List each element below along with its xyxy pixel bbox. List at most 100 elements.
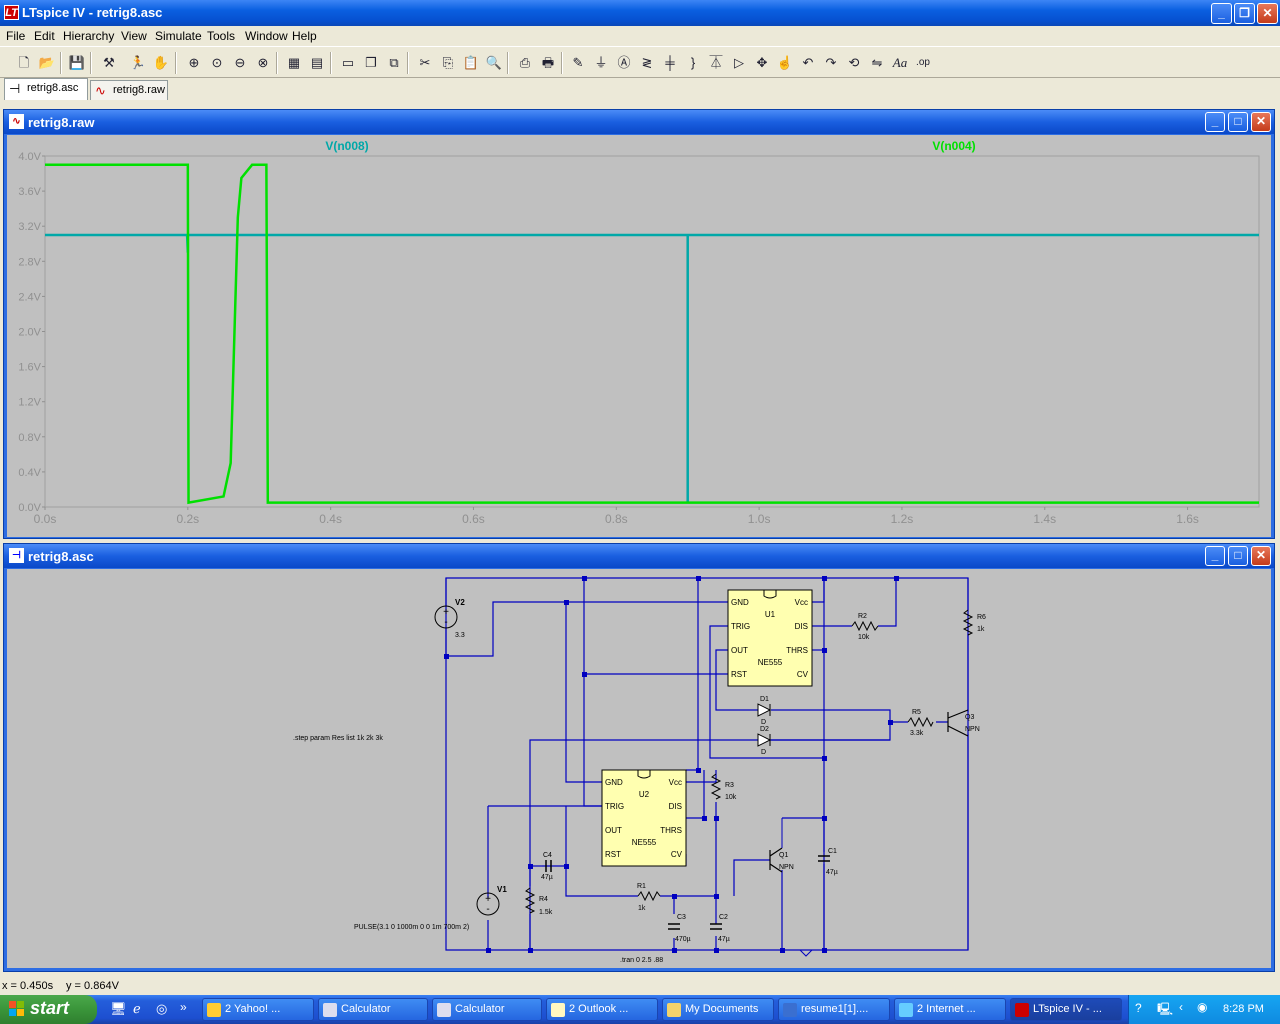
minimize-button[interactable]: _ <box>1205 112 1225 132</box>
close-button[interactable]: ✕ <box>1251 546 1271 566</box>
plot-area[interactable] <box>44 155 1260 508</box>
internet-explorer-icon[interactable]: ℯ <box>133 1001 141 1016</box>
task-ltspice[interactable]: LTspice IV - ... <box>1010 998 1122 1021</box>
schematic-pane[interactable]: + - V2 3.3 U1 NE555 GND Vcc TRIG DIS OUT… <box>7 569 1271 968</box>
tile-horizontal-icon[interactable]: ▭ <box>341 55 355 70</box>
window-title-bar[interactable]: LT LTspice IV - retrig8.asc _ ❐ ✕ <box>0 0 1280 26</box>
drag-icon[interactable]: ☝ <box>776 55 794 70</box>
tray-expand-icon[interactable]: ‹ <box>1179 1000 1183 1014</box>
label-net-icon[interactable]: Ⓐ <box>617 55 631 70</box>
resistor-r4[interactable]: R4 1.5k <box>524 887 553 916</box>
close-button[interactable]: ✕ <box>1257 3 1278 24</box>
diode-d2[interactable]: D2 D <box>757 726 772 756</box>
inductor-icon[interactable]: } <box>690 55 696 70</box>
waveform-window[interactable]: ∿ retrig8.raw _ □ ✕ V(n008) V(n004) 4.0V… <box>3 109 1275 539</box>
menu-help[interactable]: Help <box>292 29 317 43</box>
minimize-button[interactable]: _ <box>1211 3 1232 24</box>
ground-icon[interactable]: ⏚ <box>594 55 608 70</box>
waveform-plot[interactable]: V(n008) V(n004) 4.0V3.6V3.2V2.8V2.4V2.0V… <box>7 135 1271 537</box>
maximize-button[interactable]: □ <box>1228 546 1248 566</box>
capacitor-c4[interactable]: C4 47µ <box>541 852 553 881</box>
voltage-source-v1[interactable]: + - V1 <box>476 885 507 916</box>
mirror-icon[interactable]: ⇋ <box>871 55 883 70</box>
ne555-u1[interactable]: U1 NE555 GND Vcc TRIG DIS OUT THRS RST C… <box>727 589 813 687</box>
minimize-button[interactable]: _ <box>1205 546 1225 566</box>
schematic-canvas[interactable]: + - V2 3.3 U1 NE555 GND Vcc TRIG DIS OUT… <box>7 569 1271 968</box>
trace-v-n004[interactable] <box>45 163 1259 505</box>
zoom-out-icon[interactable]: ⊖ <box>234 55 246 70</box>
tab-retrig8-asc[interactable]: ⊣ retrig8.asc <box>4 78 88 100</box>
rotate-icon[interactable]: ⟲ <box>848 55 860 70</box>
delete-plot-icon[interactable]: ▤ <box>310 55 324 70</box>
menu-window[interactable]: Window <box>245 29 288 43</box>
schematic-window[interactable]: ⊣ retrig8.asc _ □ ✕ <box>3 543 1275 972</box>
resistor-r1[interactable]: R1 1k <box>637 883 661 912</box>
print-setup-icon[interactable]: ⎙ <box>519 55 531 70</box>
menu-edit[interactable]: Edit <box>34 29 55 43</box>
paste-icon[interactable]: 📋 <box>462 55 480 70</box>
resistor-r6[interactable]: R6 1k <box>962 609 986 636</box>
legend-v-n004[interactable]: V(n004) <box>932 139 975 153</box>
undo-icon[interactable]: ↶ <box>802 55 814 70</box>
task-calculator-2[interactable]: Calculator <box>432 998 542 1021</box>
diode-d1[interactable]: D1 D <box>757 696 772 726</box>
cut-icon[interactable]: ✂ <box>419 55 431 70</box>
task-internet-explorer[interactable]: 2 Internet ... <box>894 998 1006 1021</box>
help-icon[interactable]: ? <box>1135 1001 1142 1015</box>
autoscale-icon[interactable]: ▦ <box>287 55 301 70</box>
resistor-icon[interactable]: ≷ <box>641 55 653 70</box>
ground-symbol[interactable] <box>799 949 813 957</box>
open-icon[interactable]: 📂 <box>38 55 56 70</box>
run-icon[interactable]: 🏃 <box>129 55 147 70</box>
tab-retrig8-raw[interactable]: ∿ retrig8.raw <box>90 80 168 100</box>
capacitor-c3[interactable]: C3 470µ <box>668 914 691 943</box>
transistor-q1[interactable]: Q1 NPN <box>769 818 794 873</box>
find-icon[interactable]: 🔍 <box>485 55 503 70</box>
more-quicklaunch-icon[interactable]: » <box>180 1000 187 1014</box>
new-schematic-icon[interactable]: 🗋 <box>18 55 30 70</box>
network-icon[interactable]: 🖳 <box>1157 1002 1174 1016</box>
save-icon[interactable]: 💾 <box>68 55 86 70</box>
control-panel-icon[interactable]: ⚒ <box>103 55 115 70</box>
ne555-u2[interactable]: U2 NE555 GND Vcc TRIG DIS OUT THRS RST C… <box>601 769 687 867</box>
resistor-r5[interactable]: R5 3.3k <box>907 709 934 737</box>
start-button[interactable]: start <box>0 995 97 1024</box>
menu-file[interactable]: File <box>6 29 26 43</box>
cascade-icon[interactable]: ❐ <box>365 55 377 70</box>
capacitor-c1[interactable]: C1 47µ <box>818 848 838 876</box>
menu-hierarchy[interactable]: Hierarchy <box>63 29 115 43</box>
redo-icon[interactable]: ↷ <box>825 55 837 70</box>
copy-icon[interactable]: ⎘ <box>442 55 454 70</box>
component-icon[interactable]: ▷ <box>734 55 744 70</box>
capacitor-c2[interactable]: C2 47µ <box>710 914 730 943</box>
voltage-source-v2[interactable]: + - V2 3.3 <box>434 598 465 639</box>
menu-view[interactable]: View <box>121 29 147 43</box>
transistor-q3[interactable]: Q3 NPN <box>947 709 980 737</box>
text-icon[interactable]: Aa <box>892 55 908 70</box>
menu-tools[interactable]: Tools <box>207 29 236 43</box>
zoom-fit-icon[interactable]: ⊗ <box>257 55 269 70</box>
restore-button[interactable]: ❐ <box>1234 3 1255 24</box>
draw-wire-icon[interactable]: ✎ <box>572 55 584 70</box>
waveform-window-caption[interactable]: ∿ retrig8.raw _ □ ✕ <box>4 110 1274 134</box>
step-directive[interactable]: .step param Res list 1k 2k 3k <box>293 735 383 742</box>
close-button[interactable]: ✕ <box>1251 112 1271 132</box>
zoom-in-icon[interactable]: ⊕ <box>188 55 200 70</box>
show-desktop-icon[interactable]: 🖥 <box>110 1001 127 1016</box>
halt-icon[interactable]: ✋ <box>152 55 170 70</box>
pan-icon[interactable]: ⊙ <box>211 55 223 70</box>
task-calculator-1[interactable]: Calculator <box>318 998 428 1021</box>
print-icon[interactable]: 🖶 <box>541 55 555 70</box>
diode-icon[interactable]: ⏄ <box>709 55 723 70</box>
legend-v-n008[interactable]: V(n008) <box>325 139 368 153</box>
antivirus-icon[interactable]: ◉ <box>1197 1000 1208 1014</box>
schematic-window-caption[interactable]: ⊣ retrig8.asc _ □ ✕ <box>4 544 1274 568</box>
tile-vertical-icon[interactable]: ⧉ <box>389 55 399 70</box>
clock[interactable]: 8:28 PM <box>1223 1003 1264 1015</box>
maximize-button[interactable]: □ <box>1228 112 1248 132</box>
task-resume[interactable]: resume1[1].... <box>778 998 890 1021</box>
resistor-r2[interactable]: R2 10k <box>851 613 879 641</box>
pulse-source-value[interactable]: PULSE(3.1 0 1000m 0 0 1m 700m 2) <box>354 924 469 931</box>
task-yahoo[interactable]: 2 Yahoo! ... <box>202 998 314 1021</box>
